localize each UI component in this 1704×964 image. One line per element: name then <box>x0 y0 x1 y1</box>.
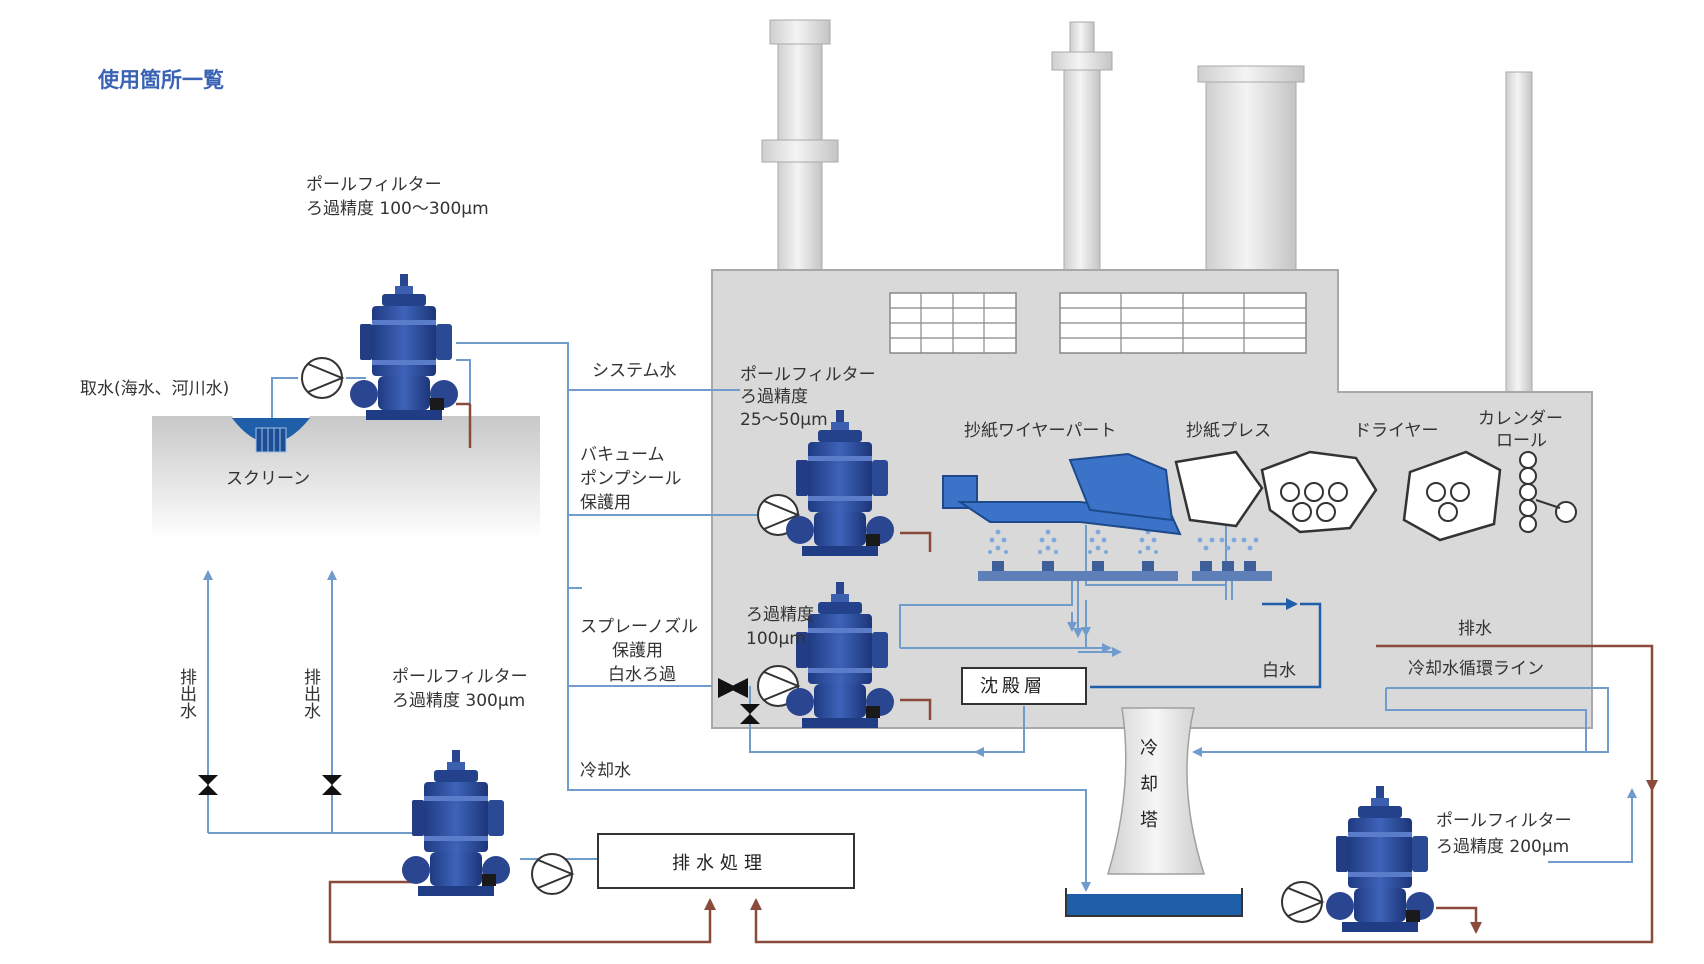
filter4-label-1: ポールフィルター <box>392 667 528 687</box>
wastewater-treatment-box <box>597 833 855 889</box>
discharge-label-1: 排出水 <box>176 668 197 719</box>
pole-filter-5 <box>1326 786 1434 932</box>
cooling-line-label: 冷却水循環ライン <box>1408 659 1544 679</box>
page-title: 使用箇所一覧 <box>97 68 224 92</box>
spray-label-3: 白水ろ過 <box>608 665 676 685</box>
cooling-water-label: 冷却水 <box>580 761 631 781</box>
system-water-label: システム水 <box>592 361 677 381</box>
pump-intake <box>301 357 343 399</box>
discharge-label-2: 排出水 <box>300 668 321 719</box>
labels: ポールフィルター ろ過精度 100〜300μm 取水(海水、河川水) スクリーン… <box>80 175 1572 874</box>
calender-label-2: ロール <box>1496 431 1547 451</box>
white-water-label: 白水 <box>1262 661 1296 681</box>
filter3-label-1: ろ過精度 <box>746 605 814 625</box>
ground <box>152 416 540 540</box>
drain-label: 排水 <box>1458 619 1492 639</box>
pump-cooling <box>1281 881 1323 923</box>
filter4-label-2: ろ過精度 300μm <box>392 691 525 711</box>
vacuum-label-2: ポンプシール <box>580 469 682 489</box>
screen-grate <box>255 427 287 453</box>
cooling-basin <box>1066 894 1242 916</box>
wastewater-label: 排水処理 <box>672 853 768 874</box>
filter1-label-1: ポールフィルター <box>306 175 442 195</box>
filter5-label-2: ろ過精度 200μm <box>1436 837 1569 857</box>
tower-label-1: 冷 <box>1140 738 1158 759</box>
dryer-label: ドライヤー <box>1354 421 1439 441</box>
filter1-label-2: ろ過精度 100〜300μm <box>306 199 489 219</box>
pump-wastewater <box>531 853 573 895</box>
white-water-line <box>1090 602 1322 689</box>
cooling-tower <box>1106 707 1206 875</box>
vacuum-label-3: 保護用 <box>580 493 631 513</box>
pole-filter-4 <box>402 750 510 896</box>
spray-label-2: 保護用 <box>612 641 663 661</box>
tower-label-2: 却 <box>1140 774 1158 795</box>
calender-label-1: カレンダー <box>1478 409 1563 429</box>
filter2-label-3: 25〜50μm <box>740 410 828 430</box>
filter2-label-2: ろ過精度 <box>740 387 808 407</box>
paper-machine <box>942 450 1577 542</box>
drain-pipes <box>328 402 1658 944</box>
spray-label-1: スプレーノズル <box>580 617 698 637</box>
valves <box>198 678 760 795</box>
sediment-tank <box>961 667 1087 705</box>
vacuum-label-1: バキューム <box>580 445 665 465</box>
tower-label-3: 塔 <box>1140 810 1158 831</box>
spray-system <box>899 529 1272 657</box>
filter2-label-1: ポールフィルター <box>740 365 876 385</box>
wire-part-label: 抄紙ワイヤーパート <box>964 421 1116 441</box>
sediment-label: 沈殿層 <box>980 676 1046 697</box>
filter5-label-1: ポールフィルター <box>1436 811 1572 831</box>
filter3-label-2: 100μm <box>746 629 806 649</box>
screen-label: スクリーン <box>226 469 310 489</box>
pole-filter-1 <box>350 274 458 420</box>
press-label: 抄紙プレス <box>1186 421 1271 441</box>
intake-label: 取水(海水、河川水) <box>80 379 229 399</box>
